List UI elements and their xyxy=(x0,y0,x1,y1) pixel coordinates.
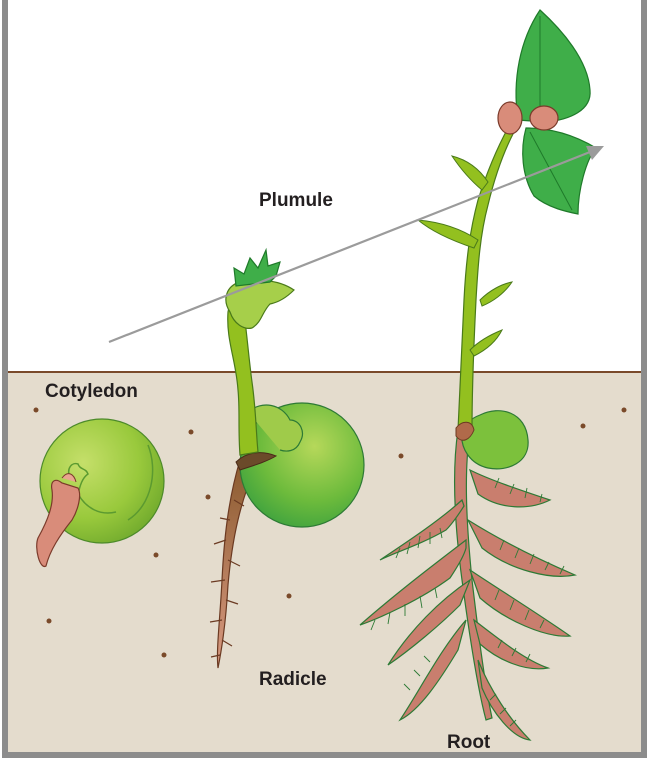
label-cotyledon: Cotyledon xyxy=(45,381,138,403)
label-plumule: Plumule xyxy=(259,190,333,212)
label-root: Root xyxy=(447,732,490,754)
label-radicle: Radicle xyxy=(259,669,327,691)
growth-arrow xyxy=(109,146,604,342)
